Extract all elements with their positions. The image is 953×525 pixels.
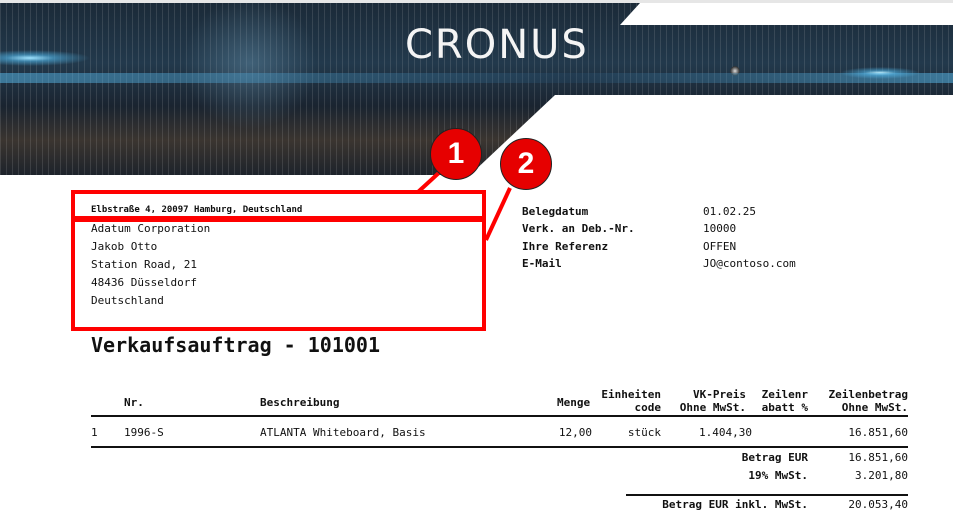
- document-title: Verkaufsauftrag - 101001: [91, 333, 380, 357]
- banner-light-band: [0, 73, 953, 83]
- col-header-discount-line1: Zeilenr: [761, 388, 808, 401]
- col-header-unit-line1: Einheiten: [601, 388, 661, 401]
- row-unit: stück: [627, 426, 661, 439]
- col-header-amount-line1: Zeilenbetrag: [828, 388, 908, 401]
- row-description: ATLANTA Whiteboard, Basis: [260, 426, 426, 439]
- info-label-reference: Ihre Referenz: [522, 240, 609, 253]
- annotation-badge-2: 2: [500, 138, 552, 190]
- col-header-amount-line2: Ohne MwSt.: [841, 401, 908, 414]
- annotation-badge-1: 1: [430, 128, 482, 180]
- info-value-date: 01.02.25: [703, 205, 756, 218]
- connector-2: [484, 187, 512, 241]
- row-amount: 16.851,60: [848, 426, 908, 439]
- row-divider: [91, 446, 908, 448]
- info-value-customer-no: 10000: [703, 222, 737, 235]
- recipient-name: Adatum Corporation: [91, 222, 211, 235]
- info-value-email: JO@contoso.com: [703, 257, 796, 270]
- highlight-recipient-address: [71, 218, 486, 331]
- row-line-number: 1: [91, 426, 98, 439]
- total-gross-label: Betrag EUR inkl. MwSt.: [662, 498, 808, 511]
- row-price: 1.404,30: [699, 426, 752, 439]
- total-gross-value: 20.053,40: [848, 498, 908, 511]
- info-label-customer-no: Verk. an Deb.-Nr.: [522, 222, 635, 235]
- row-item-no: 1996-S: [124, 426, 164, 439]
- info-label-email: E-Mail: [522, 257, 562, 270]
- col-header-description: Beschreibung: [260, 396, 340, 409]
- sender-address: Elbstraße 4, 20097 Hamburg, Deutschland: [91, 205, 303, 215]
- vat-label: 19% MwSt.: [748, 469, 808, 482]
- top-strip: [0, 0, 953, 3]
- total-divider: [626, 494, 908, 496]
- company-logo: CRONUS: [405, 22, 589, 68]
- row-quantity: 12,00: [558, 426, 592, 439]
- info-value-reference: OFFEN: [703, 240, 737, 253]
- recipient-city: 48436 Düsseldorf: [91, 276, 197, 289]
- total-net-value: 16.851,60: [848, 451, 908, 464]
- vat-value: 3.201,80: [855, 469, 908, 482]
- recipient-contact: Jakob Otto: [91, 240, 158, 253]
- info-label-date: Belegdatum: [522, 205, 589, 218]
- col-header-quantity: Menge: [557, 396, 591, 409]
- col-header-discount-line2: abatt %: [761, 401, 808, 414]
- col-header-price-line1: VK-Preis: [693, 388, 746, 401]
- recipient-country: Deutschland: [91, 294, 164, 307]
- total-net-label: Betrag EUR: [741, 451, 808, 464]
- recipient-street: Station Road, 21: [91, 258, 197, 271]
- col-header-nr: Nr.: [124, 396, 144, 409]
- col-header-unit-line2: code: [634, 401, 662, 414]
- header-divider: [91, 415, 908, 417]
- col-header-price-line2: Ohne MwSt.: [679, 401, 746, 414]
